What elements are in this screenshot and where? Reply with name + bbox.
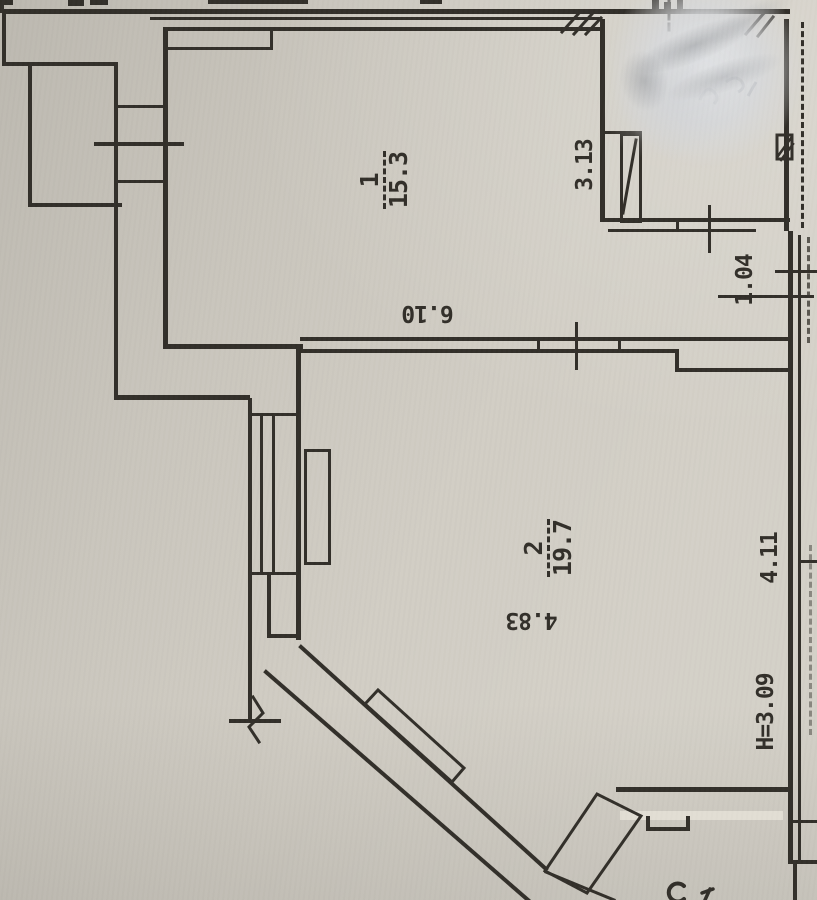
wall-niche-left: [600, 19, 605, 222]
niche-dim-tick: [708, 205, 711, 253]
wall-shaft-left: [114, 62, 118, 400]
faint-marks-under-glare: [698, 76, 758, 106]
niche-bottom-jamb: [676, 218, 679, 232]
wall-right-main-outer-line: [798, 235, 801, 860]
wall-corner-connector: [267, 634, 300, 638]
entrance-arrow-bar: [229, 719, 281, 723]
wall-below-window: [267, 574, 271, 638]
window-glazing-line-1: [260, 413, 263, 575]
wall-hatch: [755, 14, 776, 39]
wall-right-below-jog: [793, 864, 797, 900]
glare-smudge-lower: [581, 11, 769, 185]
beam-bottom-line: [163, 47, 273, 50]
bracket-bottom: [646, 827, 690, 831]
dim-wall-top: 6.10: [402, 300, 454, 326]
divider-jamb-b: [618, 337, 621, 353]
diagonal-wall-inner: [298, 644, 549, 872]
wall-outer-top: [2, 9, 790, 14]
bottom-edge-glyph-fragment: [700, 887, 715, 900]
wall-divider-step: [675, 349, 679, 372]
balcony-opening-jamb-bottom: [114, 180, 167, 183]
bracket-right-jamb: [686, 816, 690, 831]
dim-tick-right-b: [718, 295, 814, 298]
wall-right-main: [788, 231, 793, 864]
balcony-opening-center-tick: [94, 142, 184, 146]
bottom-door-leaf: [542, 792, 644, 895]
window-bottom-connector: [250, 572, 298, 575]
wall-room1-bottom-left: [163, 344, 303, 349]
window-glazing-line-2: [272, 413, 275, 575]
diagonal-wall-stub: [544, 870, 616, 900]
radiator-symbol: [304, 449, 331, 565]
wall-outer-left-upper: [2, 9, 6, 66]
wall-balcony-left: [28, 62, 32, 207]
wall-room1-top: [163, 27, 603, 31]
wall-niche-bottom-inner: [602, 218, 790, 222]
wall-window-outer: [248, 398, 252, 723]
wall-balcony-bottom: [28, 203, 122, 207]
room2-number: 2: [519, 540, 548, 556]
wall-outer-top-inner-line: [150, 17, 602, 20]
glare-streak: [661, 43, 787, 111]
bracket-left-jamb: [646, 816, 650, 831]
dim-tick-right-a: [775, 270, 817, 273]
top-edge-fragment: [90, 0, 108, 5]
room1-area: 15.3: [384, 151, 413, 209]
room2-area: 19.7: [548, 519, 577, 577]
dim-tick-right-d: [788, 820, 817, 823]
top-edge-line-fragment: [208, 0, 308, 4]
wall-right-upper-outer-dashed: [801, 22, 804, 228]
dim-room2-width: 4.83: [506, 607, 558, 633]
top-edge-fragment: [420, 0, 442, 4]
divider-jamb-a: [537, 337, 540, 353]
whiteout-correction: [620, 811, 783, 820]
room1-number: 1: [355, 172, 384, 188]
glare-smudge: [581, 0, 817, 194]
wall-hatch: [583, 15, 604, 37]
wall-room2-left: [296, 344, 301, 640]
top-edge-glyph-fragment: [677, 0, 683, 9]
photo-edge-dashed-lower: [809, 545, 812, 735]
room1-label: 1 15.3: [355, 142, 414, 218]
room2-label: 2 19.7: [519, 510, 578, 586]
diagonal-door-leaf: [362, 687, 467, 785]
top-left-fragment: [0, 0, 13, 5]
wall-divider-top-line: [300, 337, 792, 341]
dim-niche-width: 3.13: [572, 139, 598, 191]
dim-right-small: 1.04: [732, 254, 758, 306]
wall-room1-left: [163, 27, 168, 349]
niche-door-leaf: [620, 133, 642, 223]
bottom-edge-fragments: [666, 881, 715, 900]
bottom-edge-glyph-fragment: [666, 881, 686, 900]
wall-niche-bottom-outer: [608, 229, 756, 232]
wall-right-upper: [784, 19, 789, 231]
wall-right-bottom-jog: [788, 860, 817, 864]
balcony-opening-jamb-top: [114, 105, 167, 108]
wall-bottomright-top: [616, 787, 792, 792]
dim-right-large: 4.11: [757, 532, 783, 584]
glare-dark-patch: [612, 44, 676, 118]
glare-streak: [628, 4, 762, 86]
divider-dim-tick: [575, 322, 578, 370]
beam-end-jamb: [270, 29, 273, 50]
diagonal-wall-outer: [263, 669, 531, 900]
dim-ceiling-height: H=3.09: [753, 673, 779, 751]
wall-hatch: [743, 10, 767, 37]
top-edge-fragment: [68, 0, 84, 6]
wall-divider-thick-bottom: [675, 368, 792, 372]
wall-divider-bottom-line: [300, 349, 679, 353]
wall-shaft-bottom: [114, 395, 250, 400]
wall-step-left: [2, 62, 116, 66]
photo-edge-dashed-upper: [807, 237, 810, 343]
dim-tick-right-c: [800, 560, 817, 563]
